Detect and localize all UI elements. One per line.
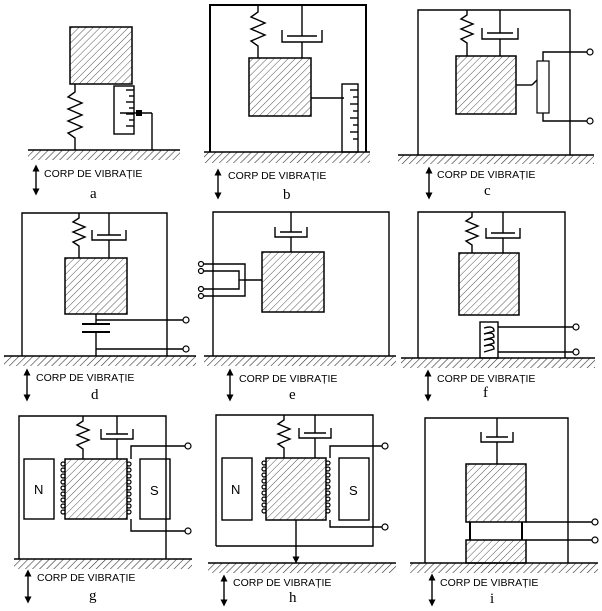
- magnet-south: [139, 458, 171, 520]
- terminal: [197, 260, 205, 268]
- caption-f: CORP DE VIBRAȚIE: [437, 373, 535, 385]
- output-terminal: [381, 523, 389, 531]
- caption-h: CORP DE VIBRAȚIE: [233, 577, 331, 589]
- housing: [209, 4, 367, 152]
- coil-winding: [60, 461, 132, 515]
- spring: [66, 84, 84, 150]
- scale-ticks: [126, 89, 134, 127]
- output-terminal: [381, 442, 389, 450]
- caption-a: CORP DE VIBRAȚIE: [44, 168, 142, 180]
- coil-core: [479, 321, 499, 359]
- potentiometer: [536, 60, 550, 114]
- caption-b: CORP DE VIBRAȚIE: [228, 170, 326, 182]
- panel-c: CORP DE VIBRAȚIE c: [398, 9, 594, 200]
- panel-label-f: f: [483, 385, 488, 401]
- panel-label-b: b: [283, 187, 291, 203]
- vibrating-body-ground: [4, 356, 196, 366]
- magnet-north: [23, 458, 55, 520]
- seismic-mass: [455, 55, 517, 115]
- panel-g: N S CORP DE VIBRAȚIE g: [14, 415, 192, 604]
- panel-label-c: c: [484, 183, 491, 199]
- panel-label-d: d: [91, 387, 99, 403]
- seismic-mass: [465, 463, 527, 523]
- panel-d: CORP DE VIBRAȚIE d: [4, 212, 196, 403]
- caption-e: CORP DE VIBRAȚIE: [239, 373, 337, 385]
- caption-g: CORP DE VIBRAȚIE: [37, 572, 135, 584]
- seismic-mass: [69, 26, 133, 85]
- vibrating-body-ground: [401, 358, 595, 368]
- panel-h: N S CORP DE VIBRAȚIE h: [208, 414, 396, 607]
- magnet-north-label: N: [34, 482, 43, 497]
- housing: [212, 211, 390, 356]
- moving-coil-mass: [64, 458, 128, 520]
- vibrating-body-ground: [398, 155, 594, 164]
- coil-winding: [483, 326, 495, 353]
- vibrating-body-ground: [204, 152, 370, 163]
- seismic-mass: [248, 57, 312, 117]
- caption-i: CORP DE VIBRAȚIE: [440, 577, 538, 589]
- vibrating-body-ground: [14, 559, 192, 569]
- housing: [215, 414, 374, 547]
- housing: [417, 211, 566, 358]
- vibrating-body-ground: [208, 563, 396, 573]
- output-terminal: [586, 48, 594, 56]
- output-terminal: [572, 348, 580, 356]
- terminal: [197, 267, 205, 275]
- panel-label-e: e: [289, 387, 296, 403]
- output-terminal: [586, 117, 594, 125]
- panel-f: CORP DE VIBRAȚIE f: [401, 211, 595, 402]
- housing: [18, 415, 167, 559]
- panel-i: CORP DE VIBRAȚIE i: [410, 417, 599, 607]
- panel-label-g: g: [89, 588, 97, 604]
- housing: [417, 9, 571, 155]
- piezoelectric-crystal: [465, 539, 527, 564]
- output-terminal: [572, 323, 580, 331]
- spring: [71, 213, 87, 258]
- terminal: [197, 292, 205, 300]
- caption-d: CORP DE VIBRAȚIE: [36, 372, 134, 384]
- panel-label-a: a: [90, 186, 97, 202]
- magnet-south-label: S: [150, 483, 159, 498]
- spring: [459, 10, 475, 56]
- panel-e: CORP DE VIBRAȚIE e: [197, 211, 396, 403]
- output-terminal: [182, 316, 190, 324]
- panel-label-h: h: [289, 590, 297, 606]
- spring: [249, 5, 267, 58]
- panel-label-i: i: [490, 591, 494, 607]
- vibrating-body-ground: [28, 150, 180, 160]
- caption-c: CORP DE VIBRAȚIE: [437, 169, 535, 181]
- output-terminal: [591, 536, 599, 544]
- vibrating-body-ground: [204, 356, 396, 366]
- spring: [276, 415, 292, 458]
- vibrating-body-ground: [410, 563, 598, 573]
- magnet-south-label: S: [349, 483, 358, 498]
- spring: [464, 212, 480, 253]
- terminal: [197, 285, 205, 293]
- output-terminal: [184, 442, 192, 450]
- magnet-north: [221, 457, 253, 521]
- coil-winding: [261, 460, 331, 514]
- magnet-south: [338, 457, 370, 521]
- seismic-mass: [261, 251, 325, 313]
- magnet-north-label: N: [231, 482, 240, 497]
- output-terminal: [184, 527, 192, 535]
- panel-b: CORP DE VIBRAȚIE b: [204, 4, 370, 203]
- measuring-scale: [113, 85, 135, 135]
- differential-transformer-coils: [203, 263, 262, 297]
- output-terminal: [182, 345, 190, 353]
- spring: [75, 416, 91, 459]
- seismic-mass: [458, 252, 520, 316]
- scale-ticks: [350, 89, 358, 140]
- moving-coil-mass: [265, 457, 327, 521]
- seismic-mass: [64, 257, 128, 315]
- panel-a: CORP DE VIBRAȚIE a: [28, 26, 180, 202]
- output-terminal: [591, 518, 599, 526]
- housing: [21, 212, 168, 356]
